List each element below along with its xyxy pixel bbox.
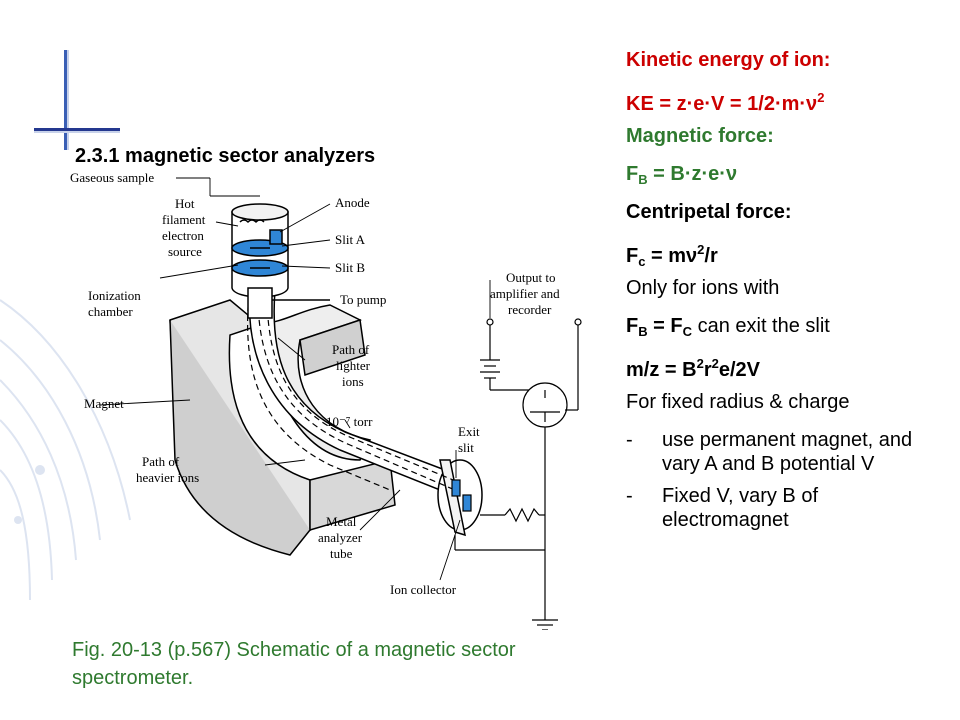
eq-f1: F <box>626 315 639 337</box>
notes-panel: Kinetic energy of ion: KE = z·e·V = 1/2·… <box>626 48 946 540</box>
mz-exp1: 2 <box>696 356 704 371</box>
label-anode: Anode <box>335 195 370 210</box>
label-slit-a: Slit A <box>335 232 366 247</box>
eq-sub1: B <box>638 324 648 339</box>
label-source: source <box>168 244 202 259</box>
fc-formula: Fc = mν2/r <box>626 238 946 276</box>
fb-rest: = B·z·e·ν <box>647 163 738 185</box>
label-exit: Exit <box>458 424 480 439</box>
fc-mid: = mν <box>645 245 698 267</box>
label-gaseous-sample: Gaseous sample <box>70 170 154 185</box>
label-chamber: chamber <box>88 304 133 319</box>
bullet-text: use permanent magnet, and vary A and B p… <box>662 429 913 475</box>
bullet-dash: - <box>626 429 633 451</box>
eq-sub2: C <box>682 324 693 339</box>
label-slit-b: Slit B <box>335 260 365 275</box>
fc-exp: 2 <box>697 242 705 257</box>
mz-c: e/2V <box>718 359 760 381</box>
mz-formula: m/z = B2r2e/2V <box>626 352 946 390</box>
fb-sub: B <box>638 172 648 187</box>
label-recorder: recorder <box>508 302 552 317</box>
cf-heading: Centripetal force: <box>626 201 792 223</box>
mz-b: r <box>703 359 712 381</box>
equality-line: FB = FC can exit the slit <box>626 314 946 352</box>
figure-caption: Fig. 20-13 (p.567) Schematic of a magnet… <box>72 639 516 689</box>
label-slit: slit <box>458 440 474 455</box>
mf-heading: Magnetic force: <box>626 125 774 147</box>
label-tube: tube <box>330 546 353 561</box>
fc-f: F <box>626 245 639 267</box>
label-lighter-ions: ions <box>342 374 364 389</box>
label-ionization: Ionization <box>88 288 141 303</box>
label-lighter: lighter <box>336 358 371 373</box>
label-path-of-lighter: Path of <box>332 342 370 357</box>
ke-formula-exp: 2 <box>817 90 825 105</box>
label-to-pump: To pump <box>340 292 386 307</box>
label-pressure: 10⁻⁷ torr <box>326 414 373 429</box>
label-analyzer: analyzer <box>318 530 363 545</box>
label-filament: filament <box>162 212 206 227</box>
bullet-text: Fixed V, vary B of electromagnet <box>662 485 818 531</box>
mz-a: m/z = B <box>626 359 697 381</box>
fb-f: F <box>626 163 639 185</box>
label-ion-collector: Ion collector <box>390 582 457 597</box>
accent-vertical-line-shadow <box>67 50 69 150</box>
fixed-line: For fixed radius & charge <box>626 391 850 413</box>
bullet-item: - Fixed V, vary B of electromagnet <box>626 484 946 532</box>
label-path-of-heavier: Path of <box>142 454 180 469</box>
ke-formula: KE = z·e·V = 1/2·m·ν2 <box>626 86 946 124</box>
only-for-line: Only for ions with <box>626 277 780 299</box>
detector-circuit <box>454 318 582 630</box>
ke-heading: Kinetic energy of ion: <box>626 49 831 71</box>
spectrometer-schematic: Gaseous sample Hot filament electron sou… <box>70 170 582 630</box>
accent-vertical-line <box>64 50 67 150</box>
section-title: 2.3.1 magnetic sector analyzers <box>75 145 376 167</box>
accent-horizontal-line-shadow <box>34 131 120 133</box>
eq-mid: = F <box>647 315 683 337</box>
accent-horizontal-line <box>34 128 120 131</box>
label-heavier-ions: heavier ions <box>136 470 199 485</box>
label-amplifier-and: amplifier and <box>490 286 560 301</box>
magnet-body <box>169 299 396 556</box>
fb-formula: FB = B·z·e·ν <box>626 162 946 200</box>
label-magnet: Magnet <box>84 396 124 411</box>
fc-sub: c <box>638 254 646 269</box>
bullet-item: - use permanent magnet, and vary A and B … <box>626 428 946 476</box>
label-hot: Hot <box>175 196 195 211</box>
mz-exp2: 2 <box>711 356 719 371</box>
label-metal: Metal <box>326 514 357 529</box>
ion-source-chamber <box>231 203 330 319</box>
exit-slit <box>451 479 472 512</box>
label-output-to: Output to <box>506 270 555 285</box>
fc-rest: /r <box>704 245 718 267</box>
eq-rest: can exit the slit <box>692 315 830 337</box>
bullet-dash: - <box>626 485 633 507</box>
ke-formula-main: KE = z·e·V = 1/2·m·ν <box>626 93 818 115</box>
label-electron: electron <box>162 228 204 243</box>
